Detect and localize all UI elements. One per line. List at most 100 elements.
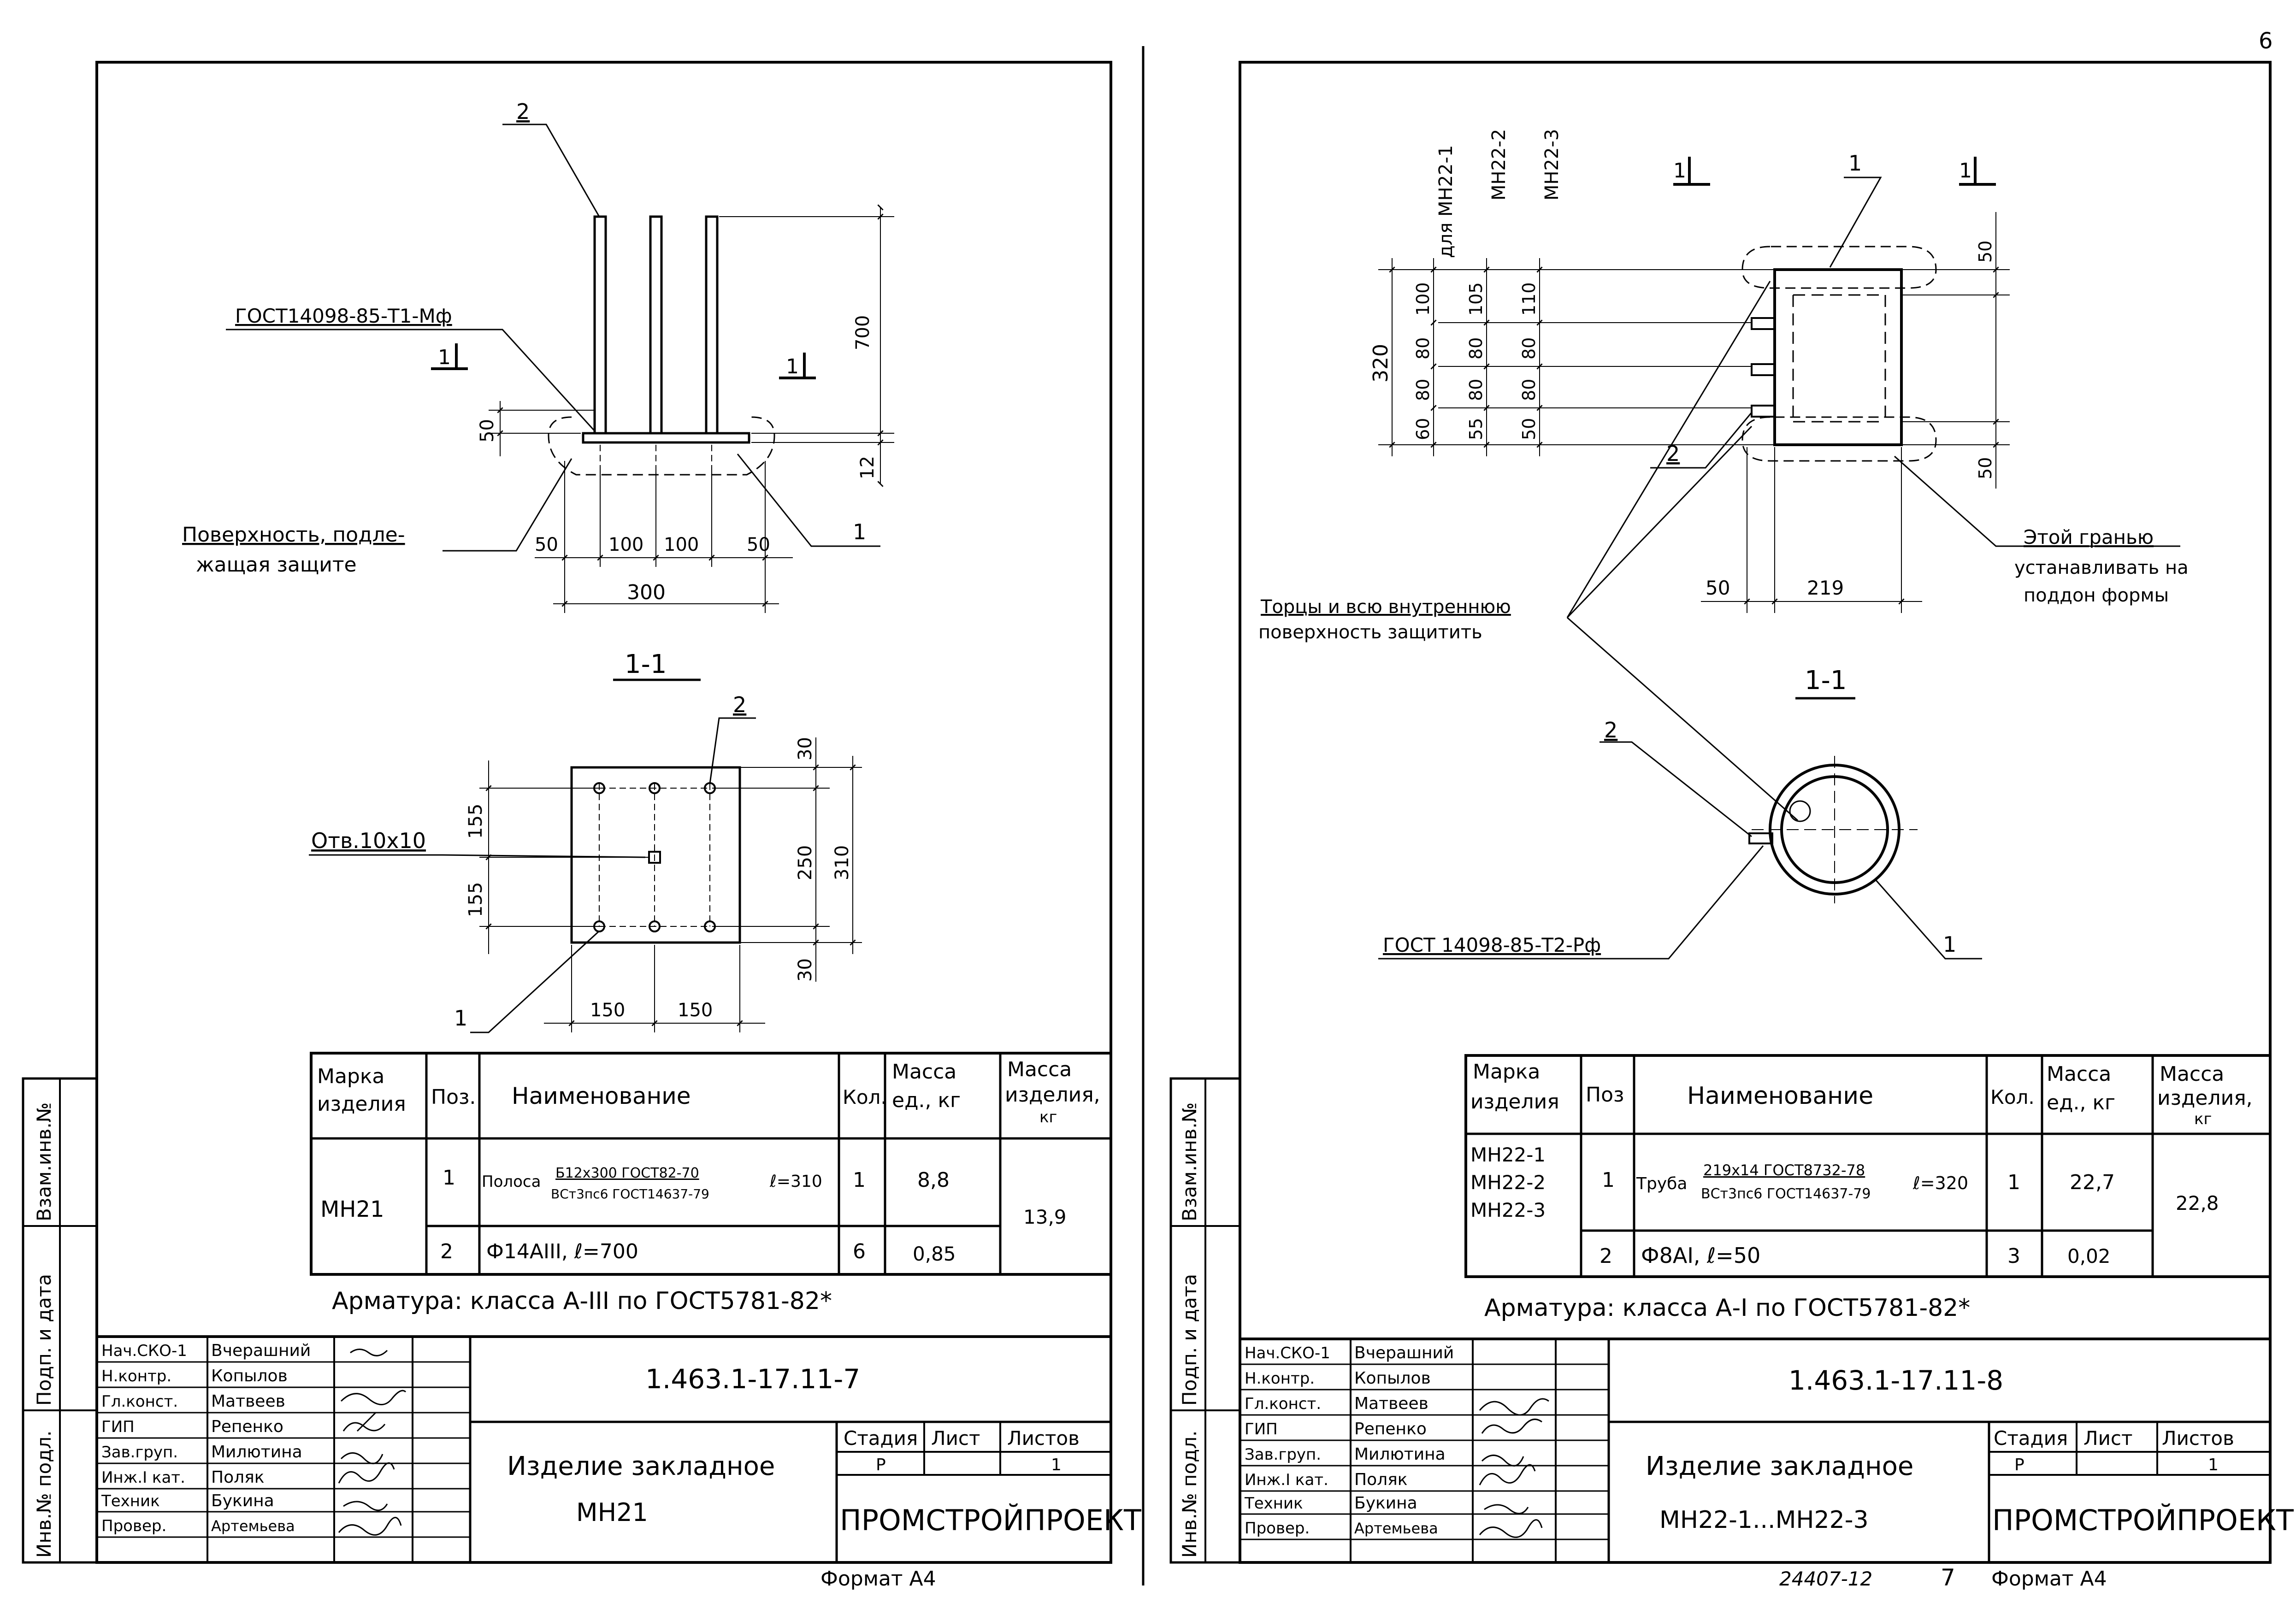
format-label: Формат А4 <box>1991 1567 2107 1591</box>
hole-callout: Отв.10х10 <box>311 828 426 853</box>
section-mark: 1 <box>786 355 799 378</box>
dim-30: 30 <box>795 958 816 982</box>
row1-pos: 1 <box>443 1166 455 1190</box>
protected-surface-outline <box>548 416 775 476</box>
position-label: 2 <box>1666 441 1680 466</box>
sheets-header: Листов <box>1007 1427 1080 1450</box>
stamp-grid <box>97 1361 470 1538</box>
plate-plan <box>570 766 741 944</box>
stage-header: Стадия <box>1994 1427 2068 1450</box>
organization: ПРОМСТРОЙПРОЕКТ <box>1992 1503 2294 1537</box>
signatures <box>1479 1398 1549 1538</box>
dim-100: 100 <box>664 534 699 555</box>
plate <box>582 432 750 444</box>
side-stamp: Инв.№ подл. Подп. и дата Взам.инв.№ <box>22 1077 98 1564</box>
sheets-value: 1 <box>2208 1456 2219 1474</box>
sheet-mh22: для МН22-1 МН22-2 МН22-3 320 60 80 80 10… <box>1169 61 2294 1591</box>
dim-155: 155 <box>465 882 486 917</box>
role-label: Гл.конст. <box>1245 1395 1321 1413</box>
row2-mass: 0,02 <box>2067 1245 2111 1267</box>
role-label: ГИП <box>101 1418 135 1436</box>
anchor-stud <box>1751 363 1776 376</box>
sheet-frame <box>1239 61 2272 1564</box>
elevation-view <box>226 124 894 613</box>
dim-50: 50 <box>1975 457 1995 479</box>
person-name: Милютина <box>211 1443 302 1462</box>
row2-mass: 0,85 <box>913 1243 956 1265</box>
row1-mass: 22,7 <box>2070 1171 2115 1194</box>
document-title: Изделие закладное <box>507 1451 775 1481</box>
dim-310: 310 <box>832 845 853 880</box>
dim-chain: 60 <box>1413 418 1433 440</box>
dim-150: 150 <box>678 1000 713 1021</box>
header-pos: Поз <box>1586 1083 1624 1107</box>
header-qty: Кол. <box>1990 1086 2035 1108</box>
face-note-line2: устанавливать на <box>2014 557 2189 578</box>
protect-note-line2: поверхность защитить <box>1258 622 1482 643</box>
position-label: 2 <box>1604 718 1617 743</box>
side-label: Подп. и дата <box>33 1274 55 1406</box>
dim-320: 320 <box>1369 344 1393 383</box>
person-name: Матвеев <box>211 1392 285 1411</box>
sheet-frame <box>95 61 1112 1564</box>
sheets-header: Листов <box>2162 1427 2234 1450</box>
person-name: Копылов <box>211 1367 288 1385</box>
document-code: 1.463.1-17.11-8 <box>1788 1365 2003 1396</box>
role-label: Инж.I кат. <box>101 1468 185 1487</box>
sheet-mh21: 2 1 ГОСТ14098-85-Т1-Мф Поверхность, подл… <box>22 61 1142 1591</box>
section-labels: 1-1 2 1 ГОСТ 14098-85-Т2-Рф <box>1383 666 1956 957</box>
anchor-stud <box>1751 405 1776 418</box>
dim-50: 50 <box>477 419 498 442</box>
stamp-roles: Нач.СКО-1 Н.контр. Гл.конст. ГИП Зав.гру… <box>101 1342 187 1535</box>
row1-name: Труба <box>1636 1174 1687 1193</box>
dim-12: 12 <box>857 456 878 479</box>
reinforcement-note: Арматура: класса А-III по ГОСТ5781-82* <box>332 1287 832 1315</box>
person-name: Копылов <box>1354 1369 1431 1388</box>
anchor-bar <box>705 215 719 435</box>
person-name: Артемьева <box>211 1517 295 1535</box>
dim-250: 250 <box>795 845 816 880</box>
header-pos: Поз. <box>431 1085 476 1109</box>
anchor-stud <box>1751 317 1776 330</box>
reinforcement-note: Арматура: класса А-I по ГОСТ5781-82* <box>1484 1294 1970 1322</box>
dim-chain: 80 <box>1519 337 1539 359</box>
position-label: 2 <box>516 99 530 124</box>
anchor-bar <box>649 215 663 435</box>
section-1-1 <box>1378 697 1982 960</box>
stage-header: Стадия <box>844 1427 918 1450</box>
dim-50: 50 <box>1706 577 1730 599</box>
dim-150: 150 <box>590 1000 625 1021</box>
row1-qty: 1 <box>2007 1171 2020 1194</box>
role-label: Н.контр. <box>1245 1369 1315 1388</box>
role-label: Провер. <box>1245 1519 1310 1538</box>
sheet-header: Лист <box>931 1427 980 1450</box>
side-label: Подп. и дата <box>1178 1274 1201 1406</box>
column-header: для МН22-1 <box>1435 145 1457 258</box>
section-title: 1-1 <box>625 649 667 679</box>
role-label: Провер. <box>101 1517 166 1535</box>
signatures <box>338 1349 407 1536</box>
role-label: Инж.I кат. <box>1245 1471 1328 1489</box>
person-name: Матвеев <box>1354 1394 1428 1413</box>
stamp-names: Вчерашний Копылов Матвеев Репенко Милюти… <box>1354 1344 1454 1537</box>
weld-callout: ГОСТ 14098-85-Т2-Рф <box>1383 934 1601 956</box>
dim-chain: 105 <box>1466 282 1486 316</box>
pipe-body <box>1773 268 1903 446</box>
dim-50: 50 <box>747 534 770 555</box>
section-mark: 1 <box>1673 159 1686 183</box>
row1-mass: 8,8 <box>917 1168 950 1192</box>
face-note-line3: поддон формы <box>2024 585 2169 606</box>
person-name: Репенко <box>1354 1420 1427 1438</box>
person-name: Поляк <box>211 1468 265 1487</box>
section-mark: 1 <box>1959 159 1972 183</box>
section-mark: 1 <box>438 346 451 369</box>
role-label: Гл.конст. <box>101 1392 178 1411</box>
document-code: 1.463.1-17.11-7 <box>645 1363 860 1395</box>
surface-note-line2: жащая защите <box>196 553 357 577</box>
